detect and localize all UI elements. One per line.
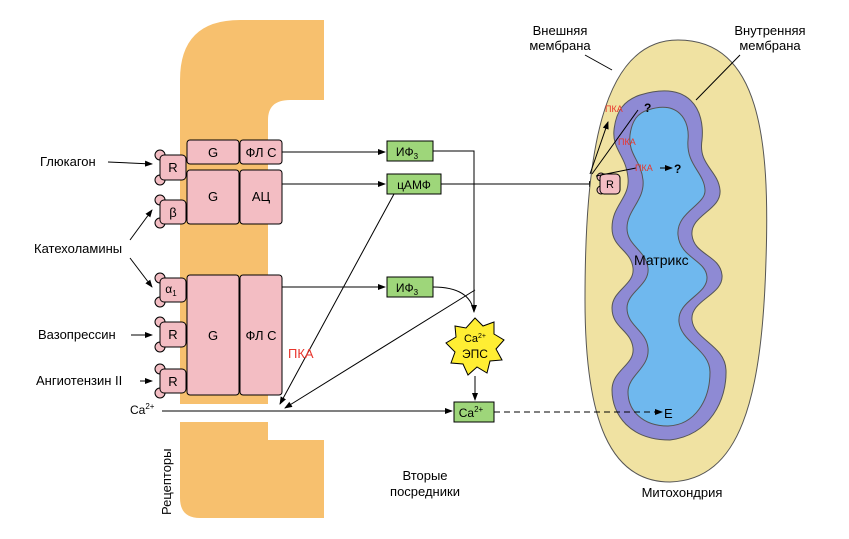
e-label: E — [664, 406, 673, 421]
mito-question-2: ? — [674, 162, 681, 176]
ip3-box-lower: ИФ3 — [386, 276, 434, 298]
outer-membrane-label-line2: мембрана — [529, 38, 591, 53]
vasopressin-receptor: R — [154, 316, 187, 353]
glucagon-label: Глюкагон — [40, 154, 96, 169]
matrix-label: Матрикс — [634, 252, 689, 268]
vasopressin-label: Вазопрессин — [38, 327, 116, 342]
second-messengers-label-line2: посредники — [390, 484, 460, 499]
plc-label: ФЛ С — [246, 328, 277, 343]
ip3-label: ИФ3 — [396, 281, 419, 297]
catecholamines-label: Катехоламины — [34, 241, 122, 256]
receptor-group: R β α1 R R — [154, 149, 187, 399]
plc-label: ФЛ С — [246, 145, 277, 160]
glucagon-receptor: R — [154, 149, 187, 186]
adenylate-cyclase-complex: G АЦ — [186, 169, 283, 225]
adenylate-cyclase-label: АЦ — [252, 189, 271, 204]
mito-receptor: R — [596, 172, 621, 195]
mitochondria-label: Митохондрия — [642, 485, 723, 500]
cell-lower-part — [180, 422, 324, 518]
inner-membrane-label-line1: Внутренняя — [734, 23, 805, 38]
pka-label-cell: ПКА — [288, 346, 314, 361]
g-protein-label: G — [208, 145, 218, 160]
g-protein-label: G — [208, 328, 218, 343]
angiotensin-label: Ангиотензин II — [36, 373, 122, 388]
vasopressin-receptor-label: R — [168, 327, 177, 342]
mito-pka-label-1: ПКА — [605, 104, 623, 114]
second-messengers-label-line1: Вторые — [402, 468, 447, 483]
calcium-label: Ca2+ — [459, 405, 484, 420]
camp-label: цАМФ — [397, 178, 431, 192]
angiotensin-receptor-label: R — [168, 374, 177, 389]
receptors-label: Рецепторы — [159, 448, 174, 515]
glucagon-receptor-label: R — [168, 160, 177, 175]
mito-receptor-label: R — [606, 179, 614, 191]
matrix — [626, 106, 711, 427]
angiotensin-receptor: R — [154, 363, 187, 399]
beta-receptor-label: β — [169, 205, 176, 220]
ip3-label: ИФ3 — [396, 145, 419, 161]
alpha1-receptor: α1 — [154, 272, 187, 308]
calcium-external-label: Ca2+ — [130, 402, 155, 417]
glucagon-complex: G ФЛ С — [186, 139, 283, 165]
mitochondrion: Матрикс — [584, 39, 768, 483]
mito-question-1: ? — [644, 101, 651, 115]
camp-box: цАМФ — [386, 173, 442, 195]
mito-pka-label-3: ПКА — [635, 163, 653, 173]
inner-membrane-label-line2: мембрана — [739, 38, 801, 53]
beta-receptor: β — [154, 194, 187, 229]
ip3-box-upper: ИФ3 — [386, 140, 434, 162]
eps-label: ЭПС — [462, 347, 488, 361]
plc-complex: G ФЛ С — [186, 274, 283, 396]
calcium-box: Ca2+ — [453, 401, 495, 423]
outer-membrane-label-line1: Внешняя — [533, 23, 588, 38]
alpha1-receptor-label: α1 — [165, 282, 177, 298]
eps-burst: Ca2+ ЭПС — [445, 317, 505, 376]
eps-calcium-label: Ca2+ — [464, 333, 486, 345]
mito-pka-label-2: ПКА — [618, 137, 636, 147]
g-protein-label: G — [208, 189, 218, 204]
